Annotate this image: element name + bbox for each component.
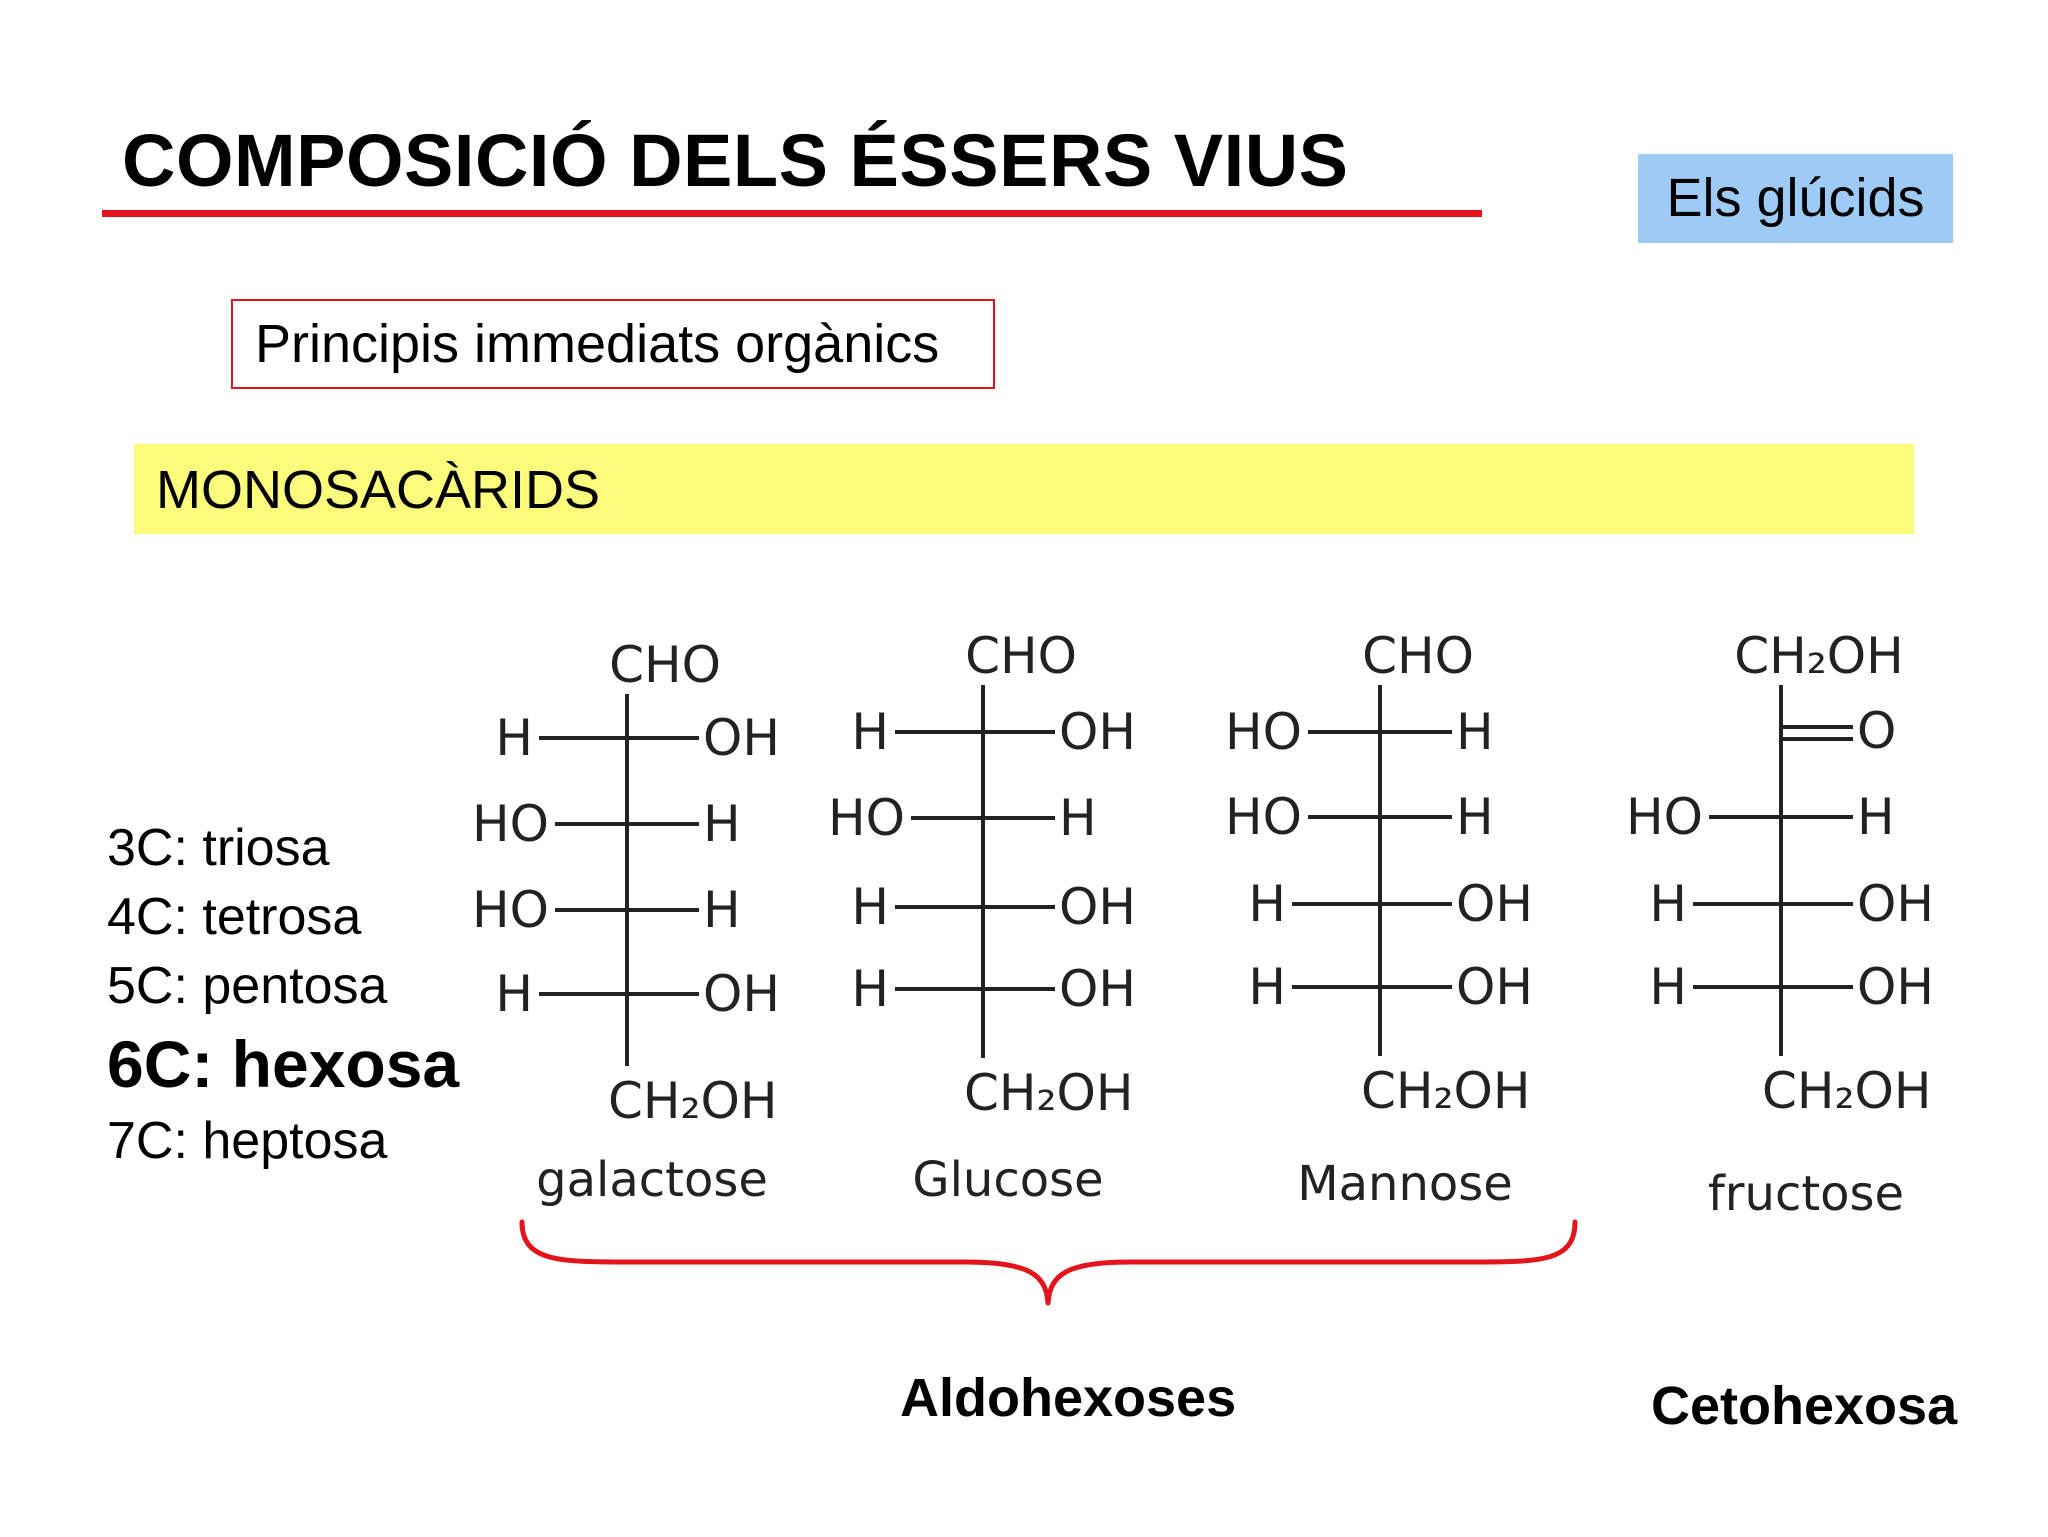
carbon-type-item: 4C: tetrosa (107, 888, 362, 946)
bottom-group-label: CH₂OH (608, 1072, 778, 1130)
bottom-group-label: CH₂OH (1762, 1062, 1932, 1120)
molecule-name: fructose (1708, 1166, 1904, 1222)
left-substituent: H (1649, 958, 1687, 1016)
carbon-type-item: 7C: heptosa (107, 1112, 388, 1170)
right-substituent: OH (1456, 875, 1533, 933)
bottom-group-label: CH₂OH (964, 1064, 1134, 1122)
right-substituent: OH (1456, 958, 1533, 1016)
bottom-group-label: CH₂OH (1361, 1062, 1531, 1120)
left-substituent: H (1248, 875, 1286, 933)
left-substituent: HO (1626, 788, 1703, 846)
slide-title: COMPOSICIÓ DELS ÉSSERS VIUS (122, 119, 1349, 202)
right-substituent: OH (1857, 958, 1934, 1016)
carbon-type-item-highlighted: 6C: hexosa (107, 1027, 460, 1101)
cetohexosa-label: Cetohexosa (1651, 1376, 1958, 1436)
top-group-label: CHO (965, 627, 1077, 685)
left-substituent: H (495, 709, 533, 767)
right-substituent: H (1456, 788, 1494, 846)
left-substituent: H (1649, 875, 1687, 933)
left-substituent: HO (1225, 788, 1302, 846)
right-substituent: OH (1857, 875, 1934, 933)
right-substituent: H (1857, 788, 1895, 846)
title-underline (102, 210, 1482, 217)
left-substituent: HO (1225, 703, 1302, 761)
right-substituent: OH (1059, 703, 1136, 761)
left-substituent: H (851, 960, 889, 1018)
right-substituent: OH (703, 965, 780, 1023)
right-substituent: OH (1059, 960, 1136, 1018)
molecule-name: galactose (536, 1152, 768, 1208)
left-substituent: H (1248, 958, 1286, 1016)
left-substituent: H (495, 965, 533, 1023)
top-group-label: CHO (609, 636, 721, 694)
section-band: MONOSACÀRIDS (134, 444, 1914, 534)
left-substituent: HO (472, 795, 549, 853)
subtitle-box: Principis immediats orgànics (231, 299, 995, 389)
right-substituent: OH (703, 709, 780, 767)
right-substituent: H (703, 795, 741, 853)
molecule-name: Mannose (1297, 1156, 1513, 1212)
right-substituent: OH (1059, 878, 1136, 936)
carbon-type-item: 3C: triosa (107, 819, 330, 877)
carbon-type-item: 5C: pentosa (107, 957, 388, 1015)
top-group-label: CH₂OH (1734, 627, 1904, 685)
right-substituent: H (703, 881, 741, 939)
molecule-name: Glucose (912, 1152, 1103, 1208)
left-substituent: H (851, 703, 889, 761)
aldohexoses-label: Aldohexoses (900, 1368, 1237, 1428)
left-substituent: HO (828, 789, 905, 847)
topic-tag: Els glúcids (1638, 154, 1953, 243)
aldohexoses-brace (519, 1219, 1578, 1306)
carbonyl-oxygen: O (1857, 702, 1896, 760)
top-group-label: CHO (1362, 627, 1474, 685)
carbon-types-list: 3C: triosa 4C: tetrosa 5C: pentosa 6C: h… (107, 814, 459, 1176)
right-substituent: H (1456, 703, 1494, 761)
left-substituent: HO (472, 881, 549, 939)
right-substituent: H (1059, 789, 1097, 847)
left-substituent: H (851, 878, 889, 936)
